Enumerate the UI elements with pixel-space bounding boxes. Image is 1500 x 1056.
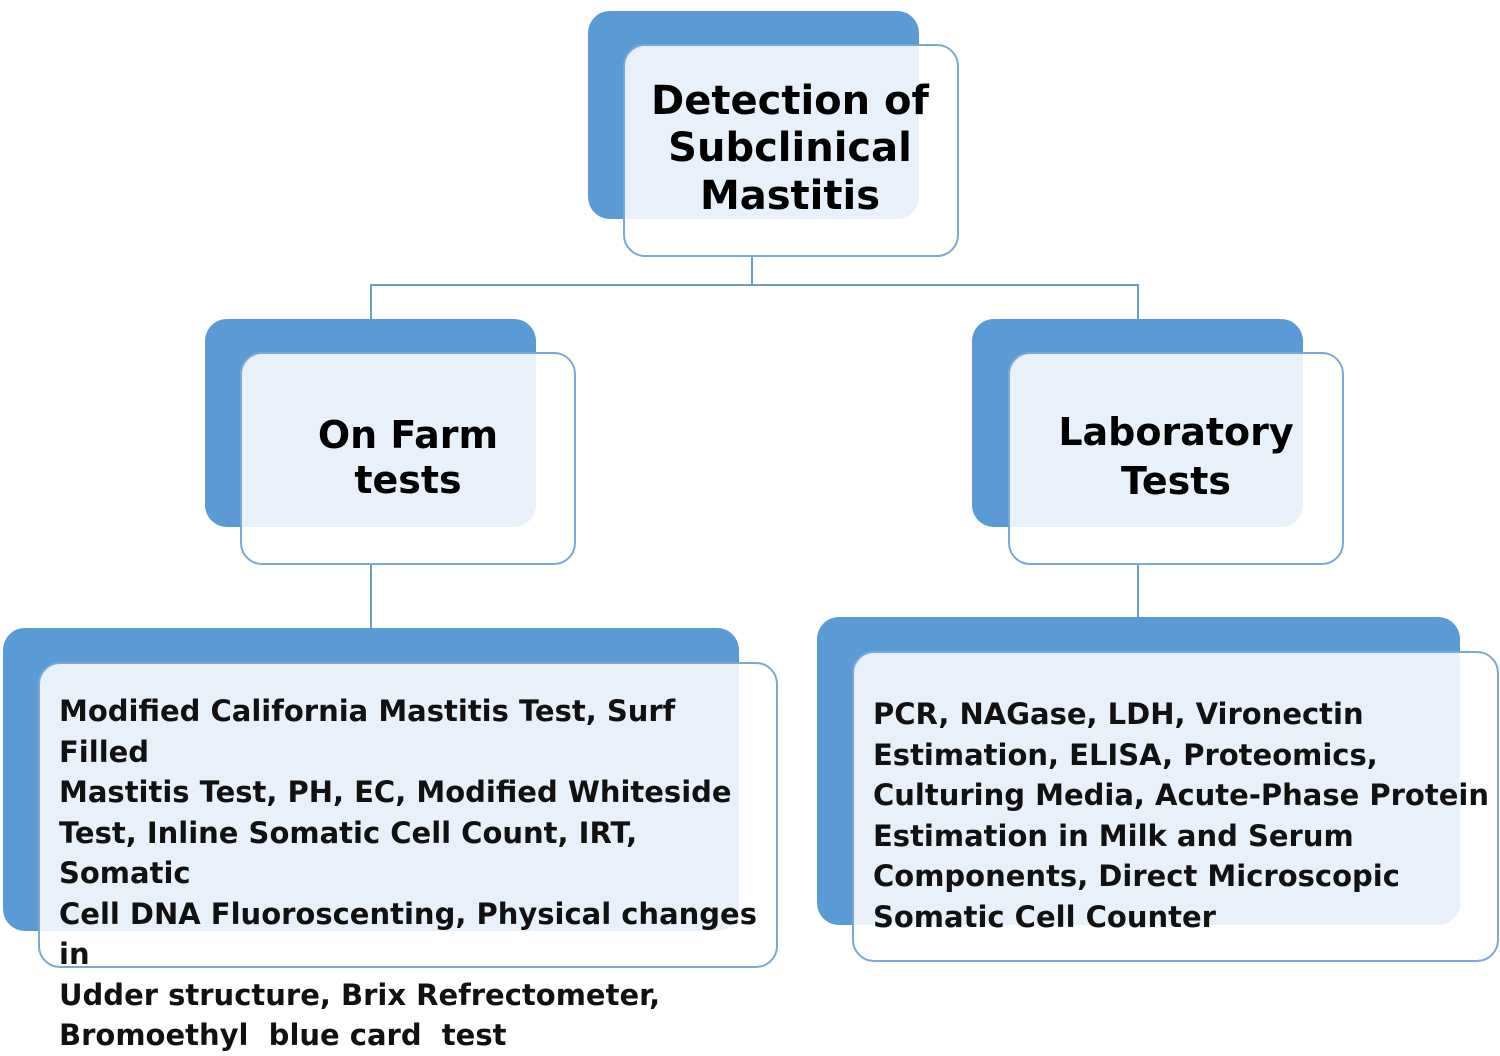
laboratory-detail-line-2: Estimation, ELISA, Proteomics,	[873, 737, 1378, 772]
connector-horizontal	[370, 284, 1139, 286]
connector-left-down	[370, 284, 372, 320]
root-title-line-1: Detection of	[651, 78, 929, 125]
laboratory-detail-card	[852, 651, 1499, 962]
laboratory-detail-line-3: Culturing Media, Acute-Phase Protein	[873, 778, 1489, 812]
connector-right-down	[1137, 284, 1139, 320]
on-farm-title-line-1: On Farm tests	[317, 413, 499, 502]
on-farm-detail-line-3: Test, Inline Somatic Cell Count, IRT, So…	[59, 815, 638, 891]
on-farm-node-title: On Farm tests	[262, 378, 554, 538]
connector-root-down	[751, 255, 753, 286]
on-farm-detail-line-2: Mastitis Test, PH, EC, Modified Whitesid…	[59, 775, 732, 809]
root-title-line-2: Subclinical	[668, 125, 912, 172]
connector-on-farm-to-detail	[370, 563, 372, 628]
on-farm-detail-text: Modified California Mastitis Test, Surf …	[59, 691, 759, 1056]
laboratory-detail-line-6: Somatic Cell Counter	[873, 899, 1216, 934]
laboratory-detail-line-5: Components, Direct Microscopic	[873, 859, 1400, 893]
laboratory-node-title: Laboratory Tests	[1058, 382, 1294, 532]
root-title-line-3: Mastitis	[699, 172, 881, 219]
on-farm-detail-line-6: Bromoethyl blue card test	[59, 1018, 507, 1052]
on-farm-detail-line-5: Udder structure, Brix Refrectometer,	[59, 977, 661, 1012]
on-farm-detail-line-1: Modified California Mastitis Test, Surf …	[59, 694, 676, 769]
connector-laboratory-to-detail	[1137, 563, 1139, 618]
on-farm-detail-line-4: Cell DNA Fluoroscenting, Physical change…	[59, 896, 757, 972]
laboratory-detail-line-1: PCR, NAGase, LDH, Vironectin	[873, 697, 1364, 731]
laboratory-title-line-1: Laboratory	[1058, 409, 1294, 454]
laboratory-detail-text: PCR, NAGase, LDH, Vironectin Estimation,…	[873, 694, 1493, 937]
laboratory-title-line-2: Tests	[1120, 459, 1232, 503]
on-farm-detail-card	[38, 662, 778, 968]
laboratory-node-card	[1008, 352, 1344, 565]
on-farm-node-card	[240, 352, 576, 565]
root-node-card	[623, 44, 959, 257]
laboratory-detail-line-4: Estimation in Milk and Serum	[873, 818, 1354, 853]
root-node-title: Detection of Subclinical Mastitis	[640, 64, 940, 234]
